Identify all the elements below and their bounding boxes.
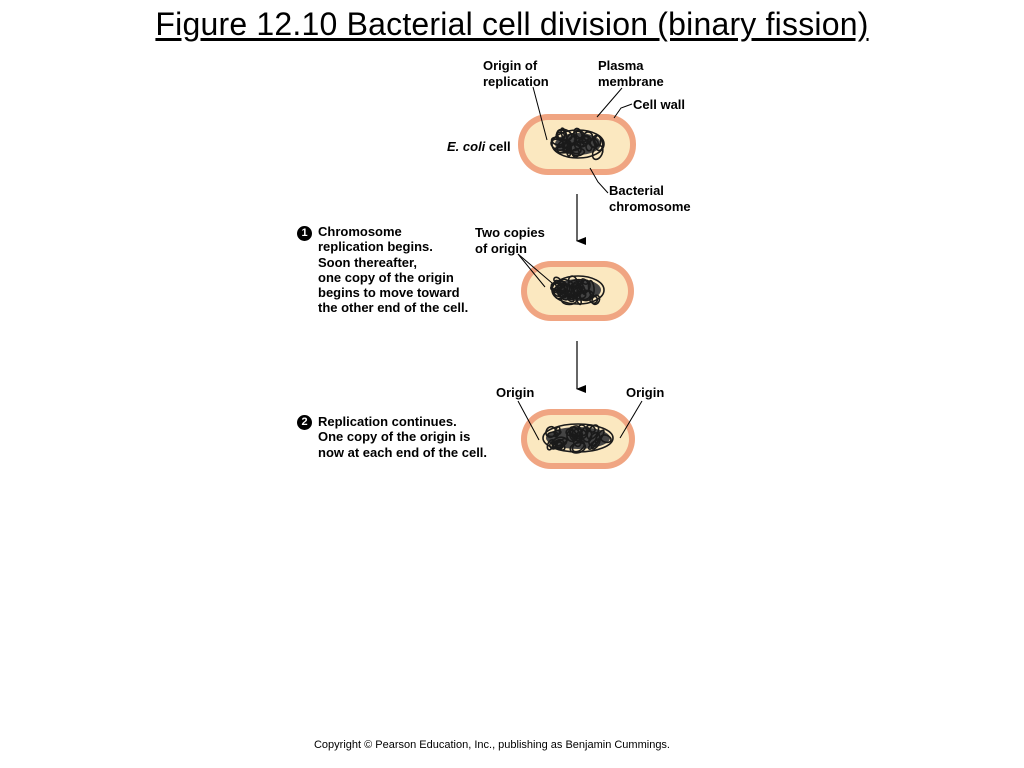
leader-two-copies-b bbox=[517, 253, 553, 284]
label-two-copies-of-origin: Two copies of origin bbox=[475, 225, 545, 256]
bacterial-chromosome bbox=[550, 275, 605, 306]
label-ecoli-cell: E. coli cell bbox=[447, 139, 511, 155]
leader-two-copies-a bbox=[517, 253, 546, 288]
bacterial-chromosome bbox=[542, 423, 614, 454]
label-origin-left: Origin bbox=[496, 385, 535, 400]
leader-bacterial-chromosome bbox=[589, 167, 609, 194]
label-cell-wall: Cell wall bbox=[633, 97, 686, 112]
leader-origin-left bbox=[517, 400, 540, 441]
bacterial-chromosome bbox=[550, 127, 605, 161]
copyright-notice: Copyright © Pearson Education, Inc., pub… bbox=[313, 739, 670, 751]
leader-cell-wall bbox=[613, 103, 633, 119]
label-ecoli-rest: cell bbox=[485, 139, 511, 154]
cell-bottom bbox=[521, 409, 635, 469]
label-origin-of-replication: Origin of replication bbox=[483, 58, 549, 89]
cell-middle bbox=[521, 261, 634, 321]
step-1-number: 1 bbox=[297, 226, 312, 241]
slide-title: Figure 12.10 Bacterial cell division (bi… bbox=[155, 6, 869, 42]
leader-origin-right bbox=[619, 400, 643, 439]
leader-plasma-membrane bbox=[596, 87, 623, 118]
step-2-number: 2 bbox=[297, 415, 312, 430]
label-ecoli-italic: E. coli bbox=[447, 139, 486, 154]
step-1-text: Chromosome replication begins. Soon ther… bbox=[318, 224, 469, 316]
label-bacterial-chromosome: Bacterial chromosome bbox=[609, 183, 691, 214]
leader-origin-of-replication bbox=[532, 86, 548, 141]
step-2-text: Replication continues. One copy of the o… bbox=[318, 414, 488, 460]
cell-top bbox=[518, 114, 636, 175]
label-origin-right: Origin bbox=[626, 385, 665, 400]
label-plasma-membrane: Plasma membrane bbox=[598, 58, 664, 89]
